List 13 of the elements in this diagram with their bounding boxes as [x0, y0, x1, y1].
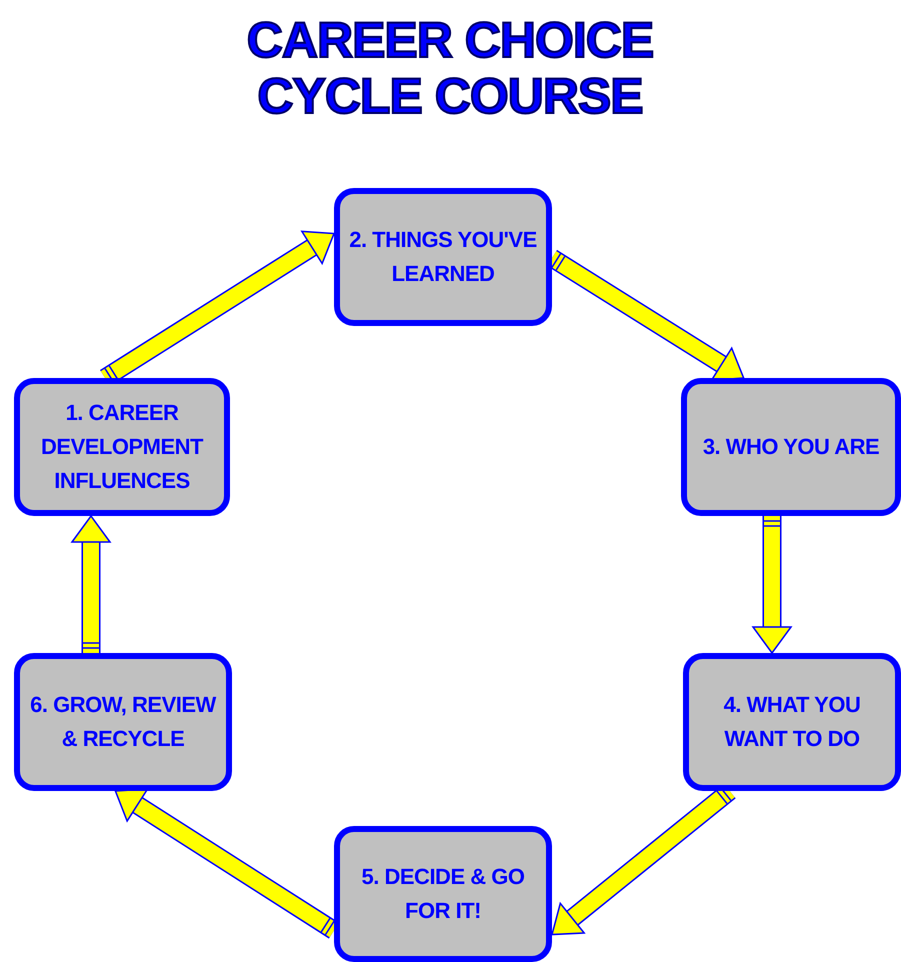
- process-box: [681, 378, 901, 516]
- box-label: 1. CAREER DEVELOPMENT INFLUENCES: [40, 399, 204, 495]
- process-box: [334, 188, 552, 326]
- box-label: 5. DECIDE & GO FOR IT!: [360, 863, 526, 925]
- process-box: [14, 378, 230, 516]
- box-label: 6. GROW, REVIEW & RECYCLE: [29, 691, 218, 753]
- box-label: 4. WHAT YOU WANT TO DO: [722, 691, 862, 753]
- process-box: [683, 653, 901, 791]
- box-label: 2. THINGS YOU'VE LEARNED: [348, 226, 538, 288]
- title: CAREER CHOICE CYCLE COURSE: [246, 12, 654, 124]
- process-box: [14, 653, 232, 791]
- box-label: 3. WHO YOU ARE: [702, 433, 880, 461]
- process-box: [334, 826, 552, 962]
